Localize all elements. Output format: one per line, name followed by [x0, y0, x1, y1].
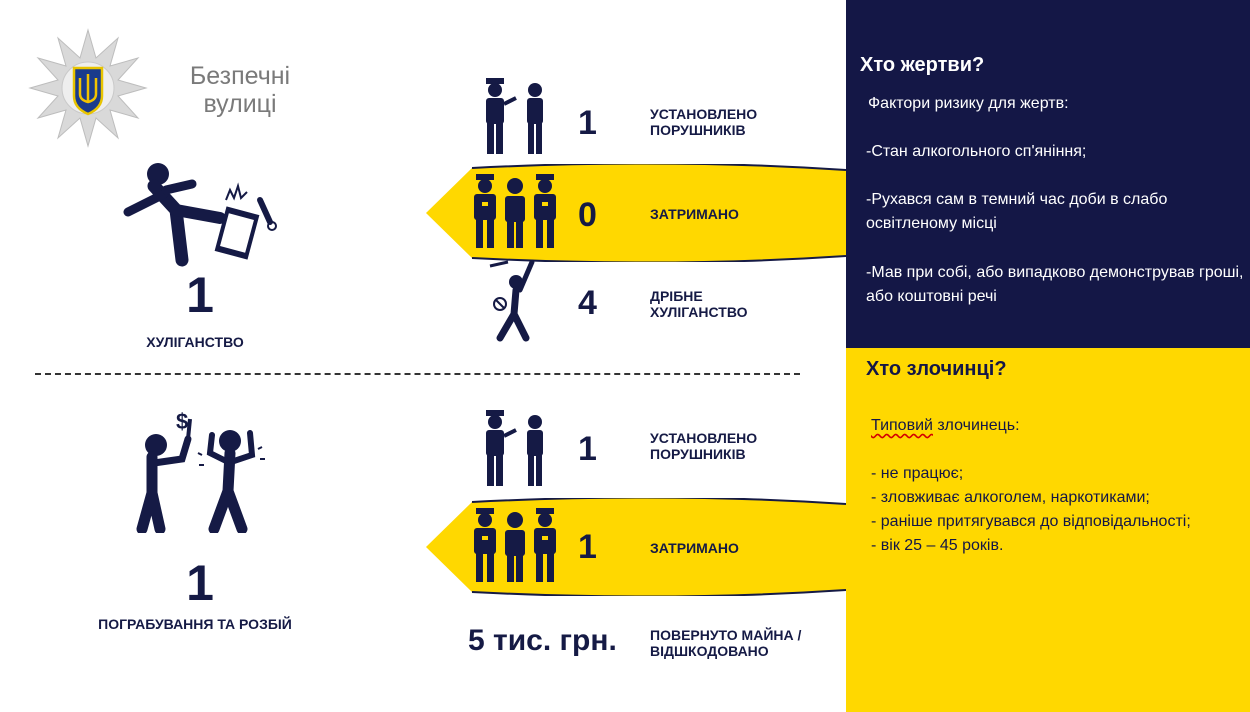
robbery-icon: $ [136, 409, 265, 533]
police-star-logo [28, 28, 148, 148]
hooliganism-identified-value: 1 [578, 104, 597, 142]
robbery-identified-label: УСТАНОВЛЕНО ПОРУШНИКІВ [650, 430, 758, 462]
arrow-band-detained-1 [426, 164, 846, 262]
victims-heading: Хто жертви? [860, 54, 985, 76]
hooligan-kicking-icon [123, 163, 277, 267]
criminals-panel: Хто злочинці? Типовий злочинець: - не пр… [846, 348, 1250, 712]
criminals-intro: Типовий злочинець: [871, 414, 1020, 438]
robbery-identified-value: 1 [578, 430, 597, 468]
hooliganism-label: ХУЛІГАНСТВО [146, 334, 244, 350]
robbery-returned-label: ПОВЕРНУТО МАЙНА / ВІДШКОДОВАНО [650, 627, 802, 659]
criminals-list: - не працює; - зловживає алкоголем, нарк… [871, 462, 1250, 558]
criminals-item: - вік 25 – 45 років. [871, 537, 1004, 554]
criminals-item: - не працює; [871, 465, 964, 482]
arrow-band-detained-2 [426, 498, 846, 596]
criminals-intro-rest: злочинець: [932, 417, 1020, 434]
criminals-intro-word: Типовий [871, 417, 933, 434]
hooliganism-count: 1 [186, 267, 214, 323]
victims-item-1: -Стан алкогольного сп'яніння; [866, 143, 1087, 160]
logo-title: Безпечні вулиці [189, 62, 291, 118]
victims-intro: Фактори ризику для жертв: [868, 95, 1069, 112]
hooliganism-detained-label: ЗАТРИМАНО [650, 206, 739, 222]
hooliganism-petty-value: 4 [578, 284, 597, 322]
victims-panel: Хто жертви? Фактори ризику для жертв: -С… [846, 0, 1250, 348]
criminals-heading: Хто злочинці? [866, 358, 1007, 380]
criminals-item: - зловживає алкоголем, наркотиками; [871, 489, 1150, 506]
svg-text:$: $ [176, 409, 188, 434]
hooliganism-petty-label: ДРІБНЕ ХУЛІГАНСТВО [650, 288, 748, 320]
robbery-detained-value: 1 [578, 528, 597, 566]
victims-item-2: -Рухався сам в темний час доби в слабо о… [866, 191, 1168, 232]
hooliganism-detained-value: 0 [578, 196, 597, 234]
officer-with-suspect-icon-2 [486, 410, 543, 486]
section-divider [35, 373, 800, 375]
robbery-detained-label: ЗАТРИМАНО [650, 540, 739, 556]
officer-with-suspect-icon [486, 78, 543, 154]
hooliganism-identified-label: УСТАНОВЛЕНО ПОРУШНИКІВ [650, 106, 758, 138]
robbery-count: 1 [186, 555, 214, 611]
robbery-label: ПОГРАБУВАННЯ ТА РОЗБІЙ [98, 616, 292, 632]
petty-hooligan-icon [489, 259, 535, 342]
victims-item-3: -Мав при собі, або випадково демонструва… [866, 264, 1244, 305]
robbery-returned-value: 5 тис. грн. [468, 624, 617, 657]
police-detain-icon-2 [474, 508, 556, 582]
police-detain-icon [474, 174, 556, 248]
criminals-item: - раніше притягувався до відповідальност… [871, 513, 1191, 530]
